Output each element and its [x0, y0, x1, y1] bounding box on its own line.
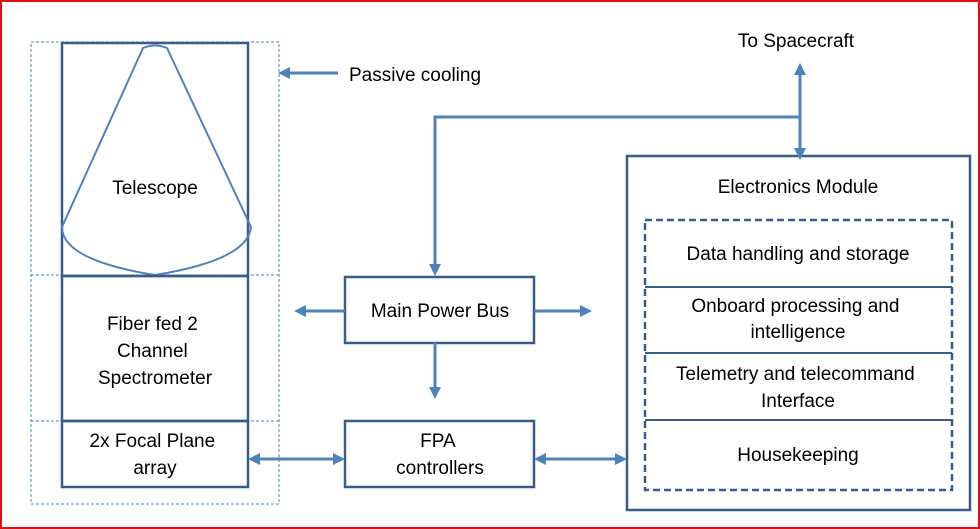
onboard-processing-label-line-1: Onboard processing and [691, 296, 899, 317]
telemetry-label-line-2: Interface [761, 391, 835, 412]
electronics-submodules-dashed [643, 218, 954, 492]
housekeeping-label: Housekeeping [737, 445, 858, 466]
spectrometer-label-line-1: Fiber fed 2 [107, 314, 198, 335]
fpa-controllers-label-line-1: FPA [420, 431, 456, 452]
telemetry-label-line-1: Telemetry and telecommand [676, 364, 915, 385]
data-handling-label: Data handling and storage [687, 244, 910, 265]
spectrometer-label-line-3: Spectrometer [98, 368, 213, 389]
spectrometer-label-line-2: Channel [117, 341, 188, 362]
onboard-processing-label-line-2: intelligence [750, 322, 845, 343]
main-power-bus-label: Main Power Bus [371, 301, 509, 322]
fpa-controllers-label-line-2: controllers [396, 458, 484, 479]
telescope-cone-icon [60, 44, 253, 277]
focal-plane-label-line-2: array [133, 458, 177, 479]
passive-cooling-label: Passive cooling [349, 65, 481, 86]
bus-feed-line [429, 115, 800, 276]
spectrometer-label: Fiber fed 2 Channel Spectrometer [98, 314, 213, 389]
to-spacecraft-label: To Spacecraft [738, 31, 855, 52]
electronics-module-label: Electronics Module [718, 177, 879, 198]
fpa-controllers-label: FPA controllers [396, 431, 484, 479]
telescope-label: Telescope [112, 178, 198, 199]
telemetry-label: Telemetry and telecommand Interface [676, 364, 920, 412]
focal-plane-label-line-1: 2x Focal Plane [90, 431, 216, 452]
focal-plane-label: 2x Focal Plane array [90, 431, 221, 479]
onboard-processing-label: Onboard processing and intelligence [691, 296, 904, 343]
